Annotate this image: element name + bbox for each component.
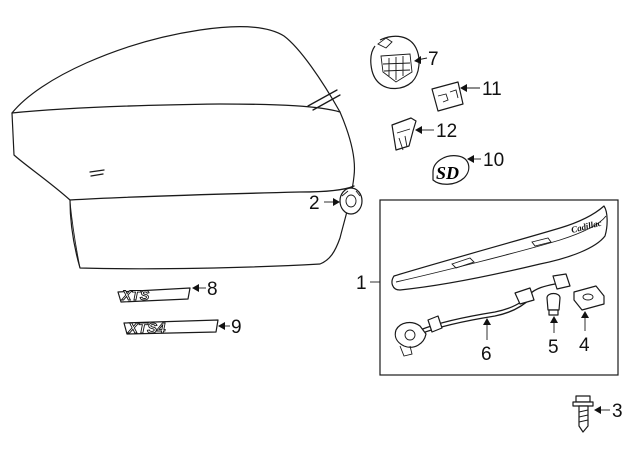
bulb-part-5 xyxy=(546,292,561,316)
callout-1: 1 xyxy=(356,273,367,294)
callout-labels: 7 11 12 10 2 8 9 1 6 5 4 3 xyxy=(207,49,623,422)
callout-2: 2 xyxy=(309,193,320,214)
callout-7: 7 xyxy=(428,49,439,70)
trunk-lid xyxy=(11,26,356,270)
xts4-badge-part-9: XTS4 xyxy=(123,319,219,337)
clip-part-12 xyxy=(391,117,417,151)
callout-3: 3 xyxy=(612,401,623,422)
bracket-part-11 xyxy=(431,81,464,112)
xts-badge-text: XTS xyxy=(121,287,150,303)
callout-9: 9 xyxy=(231,317,242,338)
lamp-assembly-box: Cadillac xyxy=(379,199,619,376)
emblem-part-7 xyxy=(370,35,420,90)
callout-10: 10 xyxy=(483,150,504,171)
callout-5: 5 xyxy=(548,337,559,358)
xts4-badge-text: XTS4 xyxy=(127,320,166,337)
nut-part-2 xyxy=(339,187,363,215)
sd-emblem-part-10: SD xyxy=(432,155,470,185)
harness-part-6 xyxy=(394,273,571,357)
callout-leaders xyxy=(192,56,610,414)
callout-8: 8 xyxy=(207,279,218,300)
callout-4: 4 xyxy=(579,335,590,356)
sd-emblem-text: SD xyxy=(436,163,459,183)
applique-part-1: Cadillac xyxy=(391,205,608,291)
xts-badge-part-8: XTS xyxy=(117,287,191,303)
bolt-part-3 xyxy=(572,395,594,433)
callout-12: 12 xyxy=(436,121,457,142)
callout-11: 11 xyxy=(482,79,502,100)
lamp-part-4 xyxy=(573,285,605,311)
callout-6: 6 xyxy=(481,344,492,365)
